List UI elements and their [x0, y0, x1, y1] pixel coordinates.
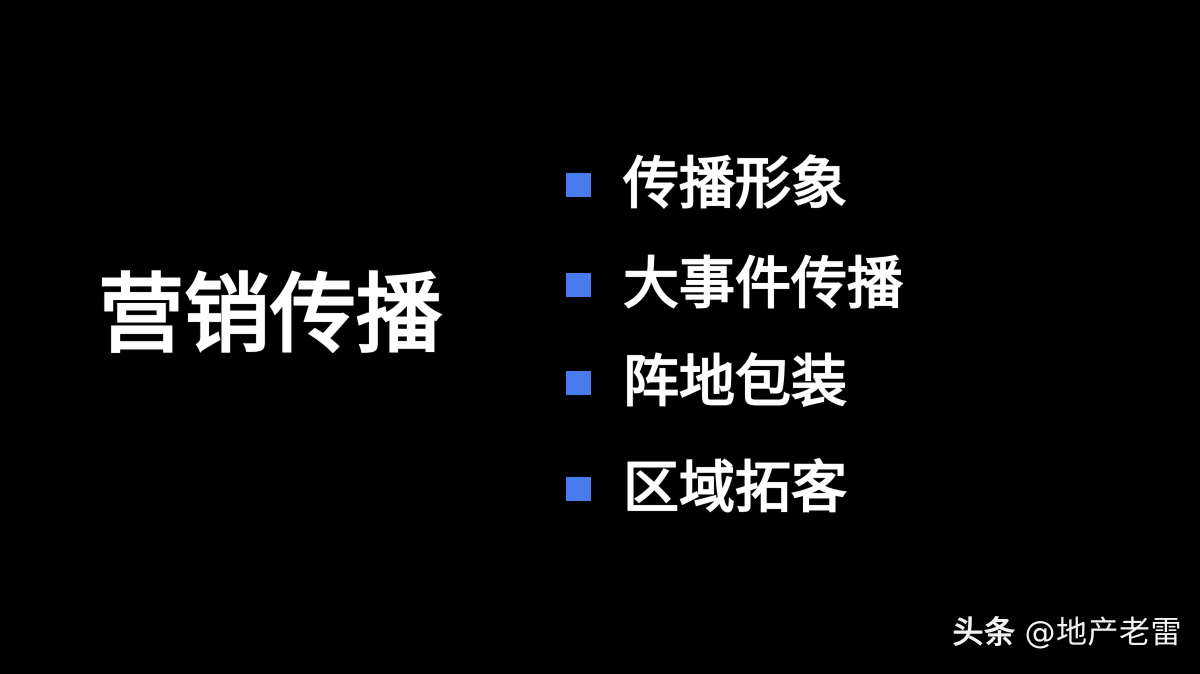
list-item[interactable]: 大事件传播: [566, 250, 903, 320]
slide-heading-block: 营销传播: [0, 255, 540, 375]
blue-square-bullet-icon: [566, 273, 591, 297]
blue-square-bullet-icon: [566, 371, 591, 395]
watermark: 头条 @地产老雷: [953, 607, 1183, 652]
list-item-label: 区域拓客: [623, 456, 847, 521]
blue-square-bullet-icon: [566, 173, 591, 197]
list-item-label: 大事件传播: [623, 252, 903, 317]
list-item[interactable]: 区域拓客: [566, 454, 847, 524]
bullet-list: 传播形象 大事件传播 阵地包装 区域拓客: [566, 150, 1166, 550]
list-item[interactable]: 阵地包装: [566, 348, 847, 418]
list-item[interactable]: 传播形象: [566, 150, 847, 220]
list-item-label: 传播形象: [623, 152, 847, 217]
list-item-label: 阵地包装: [623, 350, 847, 415]
blue-square-bullet-icon: [566, 477, 591, 501]
page-title: 营销传播: [98, 264, 442, 365]
watermark-handle: @地产老雷: [1024, 615, 1182, 651]
watermark-brand: 头条: [952, 615, 1016, 651]
